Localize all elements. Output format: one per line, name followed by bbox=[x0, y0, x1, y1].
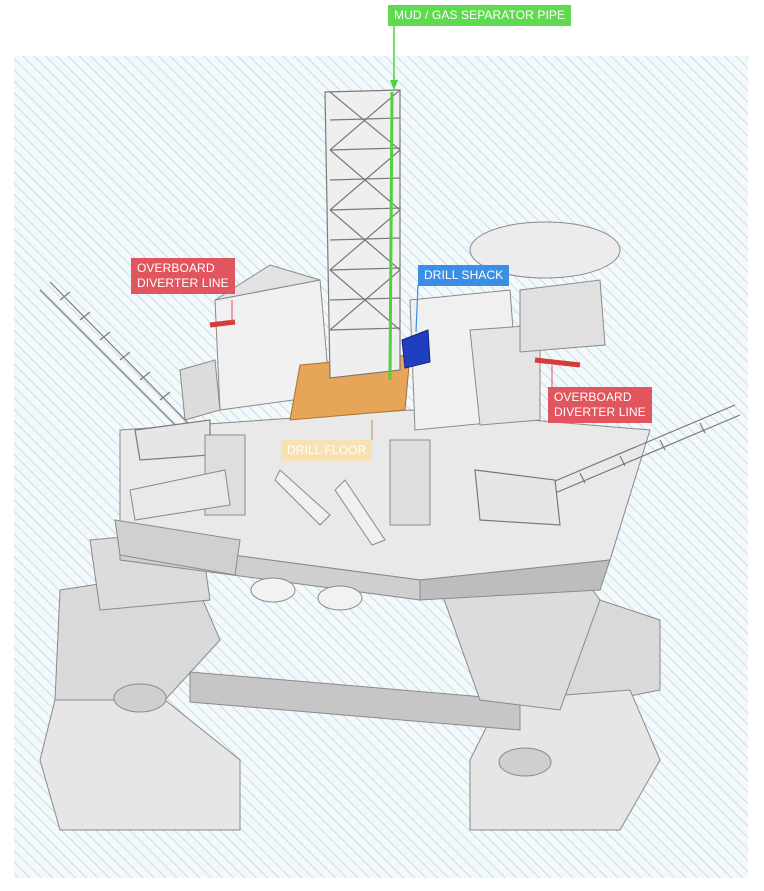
drill-shack-text: DRILL SHACK bbox=[424, 268, 504, 282]
diverter-line-right bbox=[534, 357, 581, 368]
crane-right bbox=[474, 404, 741, 526]
overboard-left-text-1: OVERBOARD bbox=[137, 261, 215, 275]
mud-gas-separator-pipe bbox=[388, 91, 394, 381]
diverter-line-left bbox=[209, 319, 236, 328]
mud-gas-separator-pipe-text: MUD / GAS SEPARATOR PIPE bbox=[394, 8, 566, 22]
drill-shack-label: DRILL SHACK bbox=[418, 265, 510, 286]
overboard-right-text-1: OVERBOARD bbox=[554, 390, 632, 404]
mud-gas-arrow bbox=[390, 80, 398, 90]
overboard-diverter-line-right-label: OVERBOARD DIVERTER LINE bbox=[548, 387, 652, 423]
crane-left bbox=[39, 281, 211, 461]
main-deck bbox=[114, 409, 651, 611]
drill-shack-leader bbox=[415, 284, 419, 333]
overboard-diverter-line-left-label: OVERBOARD DIVERTER LINE bbox=[131, 258, 235, 294]
mud-gas-separator-pipe-label: MUD / GAS SEPARATOR PIPE bbox=[388, 5, 572, 26]
deck-modules bbox=[179, 221, 621, 431]
drill-shack bbox=[401, 329, 431, 369]
pontoons bbox=[39, 529, 661, 831]
drill-floor-label: DRILL FLOOR bbox=[281, 440, 373, 461]
drill-floor-text: DRILL FLOOR bbox=[287, 443, 367, 457]
pipe-racks bbox=[129, 434, 431, 546]
overboard-right-text-2: DIVERTER LINE bbox=[554, 405, 646, 419]
derrick bbox=[324, 89, 401, 379]
overboard-left-text-2: DIVERTER LINE bbox=[137, 276, 229, 290]
